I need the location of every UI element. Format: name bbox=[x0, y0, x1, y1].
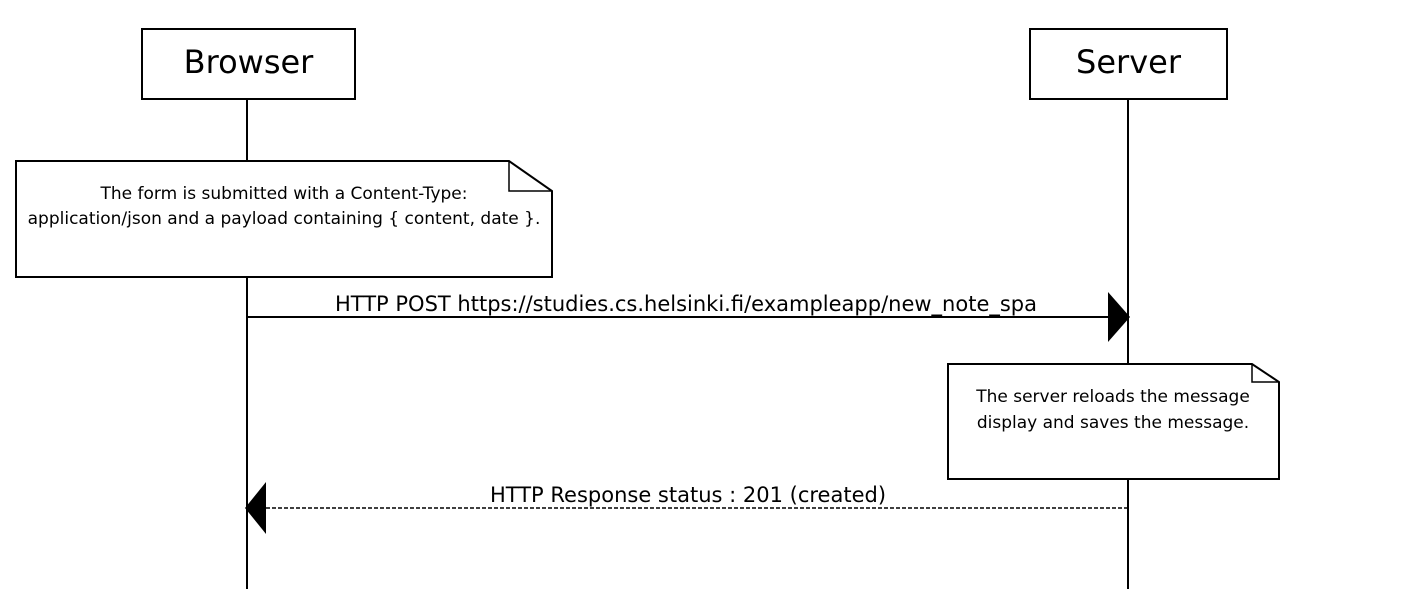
browser-note-line-1: The form is submitted with a Content-Typ… bbox=[100, 184, 468, 204]
response-message: HTTP Response status : 201 (created) bbox=[245, 482, 1128, 534]
server-note: The server reloads the message display a… bbox=[947, 363, 1280, 480]
request-message-label: HTTP POST https://studies.cs.helsinki.fi… bbox=[335, 292, 1037, 317]
request-arrowhead bbox=[1108, 292, 1130, 342]
request-message: HTTP POST https://studies.cs.helsinki.fi… bbox=[247, 292, 1130, 342]
server-participant: Server bbox=[1029, 28, 1228, 100]
server-note-line-1: The server reloads the message bbox=[975, 387, 1250, 407]
browser-participant-label: Browser bbox=[184, 43, 315, 81]
response-message-label: HTTP Response status : 201 (created) bbox=[490, 483, 886, 507]
browser-note: The form is submitted with a Content-Typ… bbox=[15, 160, 553, 278]
browser-participant: Browser bbox=[141, 28, 356, 100]
response-arrowhead bbox=[245, 482, 266, 534]
browser-note-line-2: application/json and a payload containin… bbox=[28, 209, 541, 229]
server-note-line-2: display and saves the message. bbox=[977, 413, 1249, 433]
server-participant-label: Server bbox=[1076, 43, 1182, 81]
